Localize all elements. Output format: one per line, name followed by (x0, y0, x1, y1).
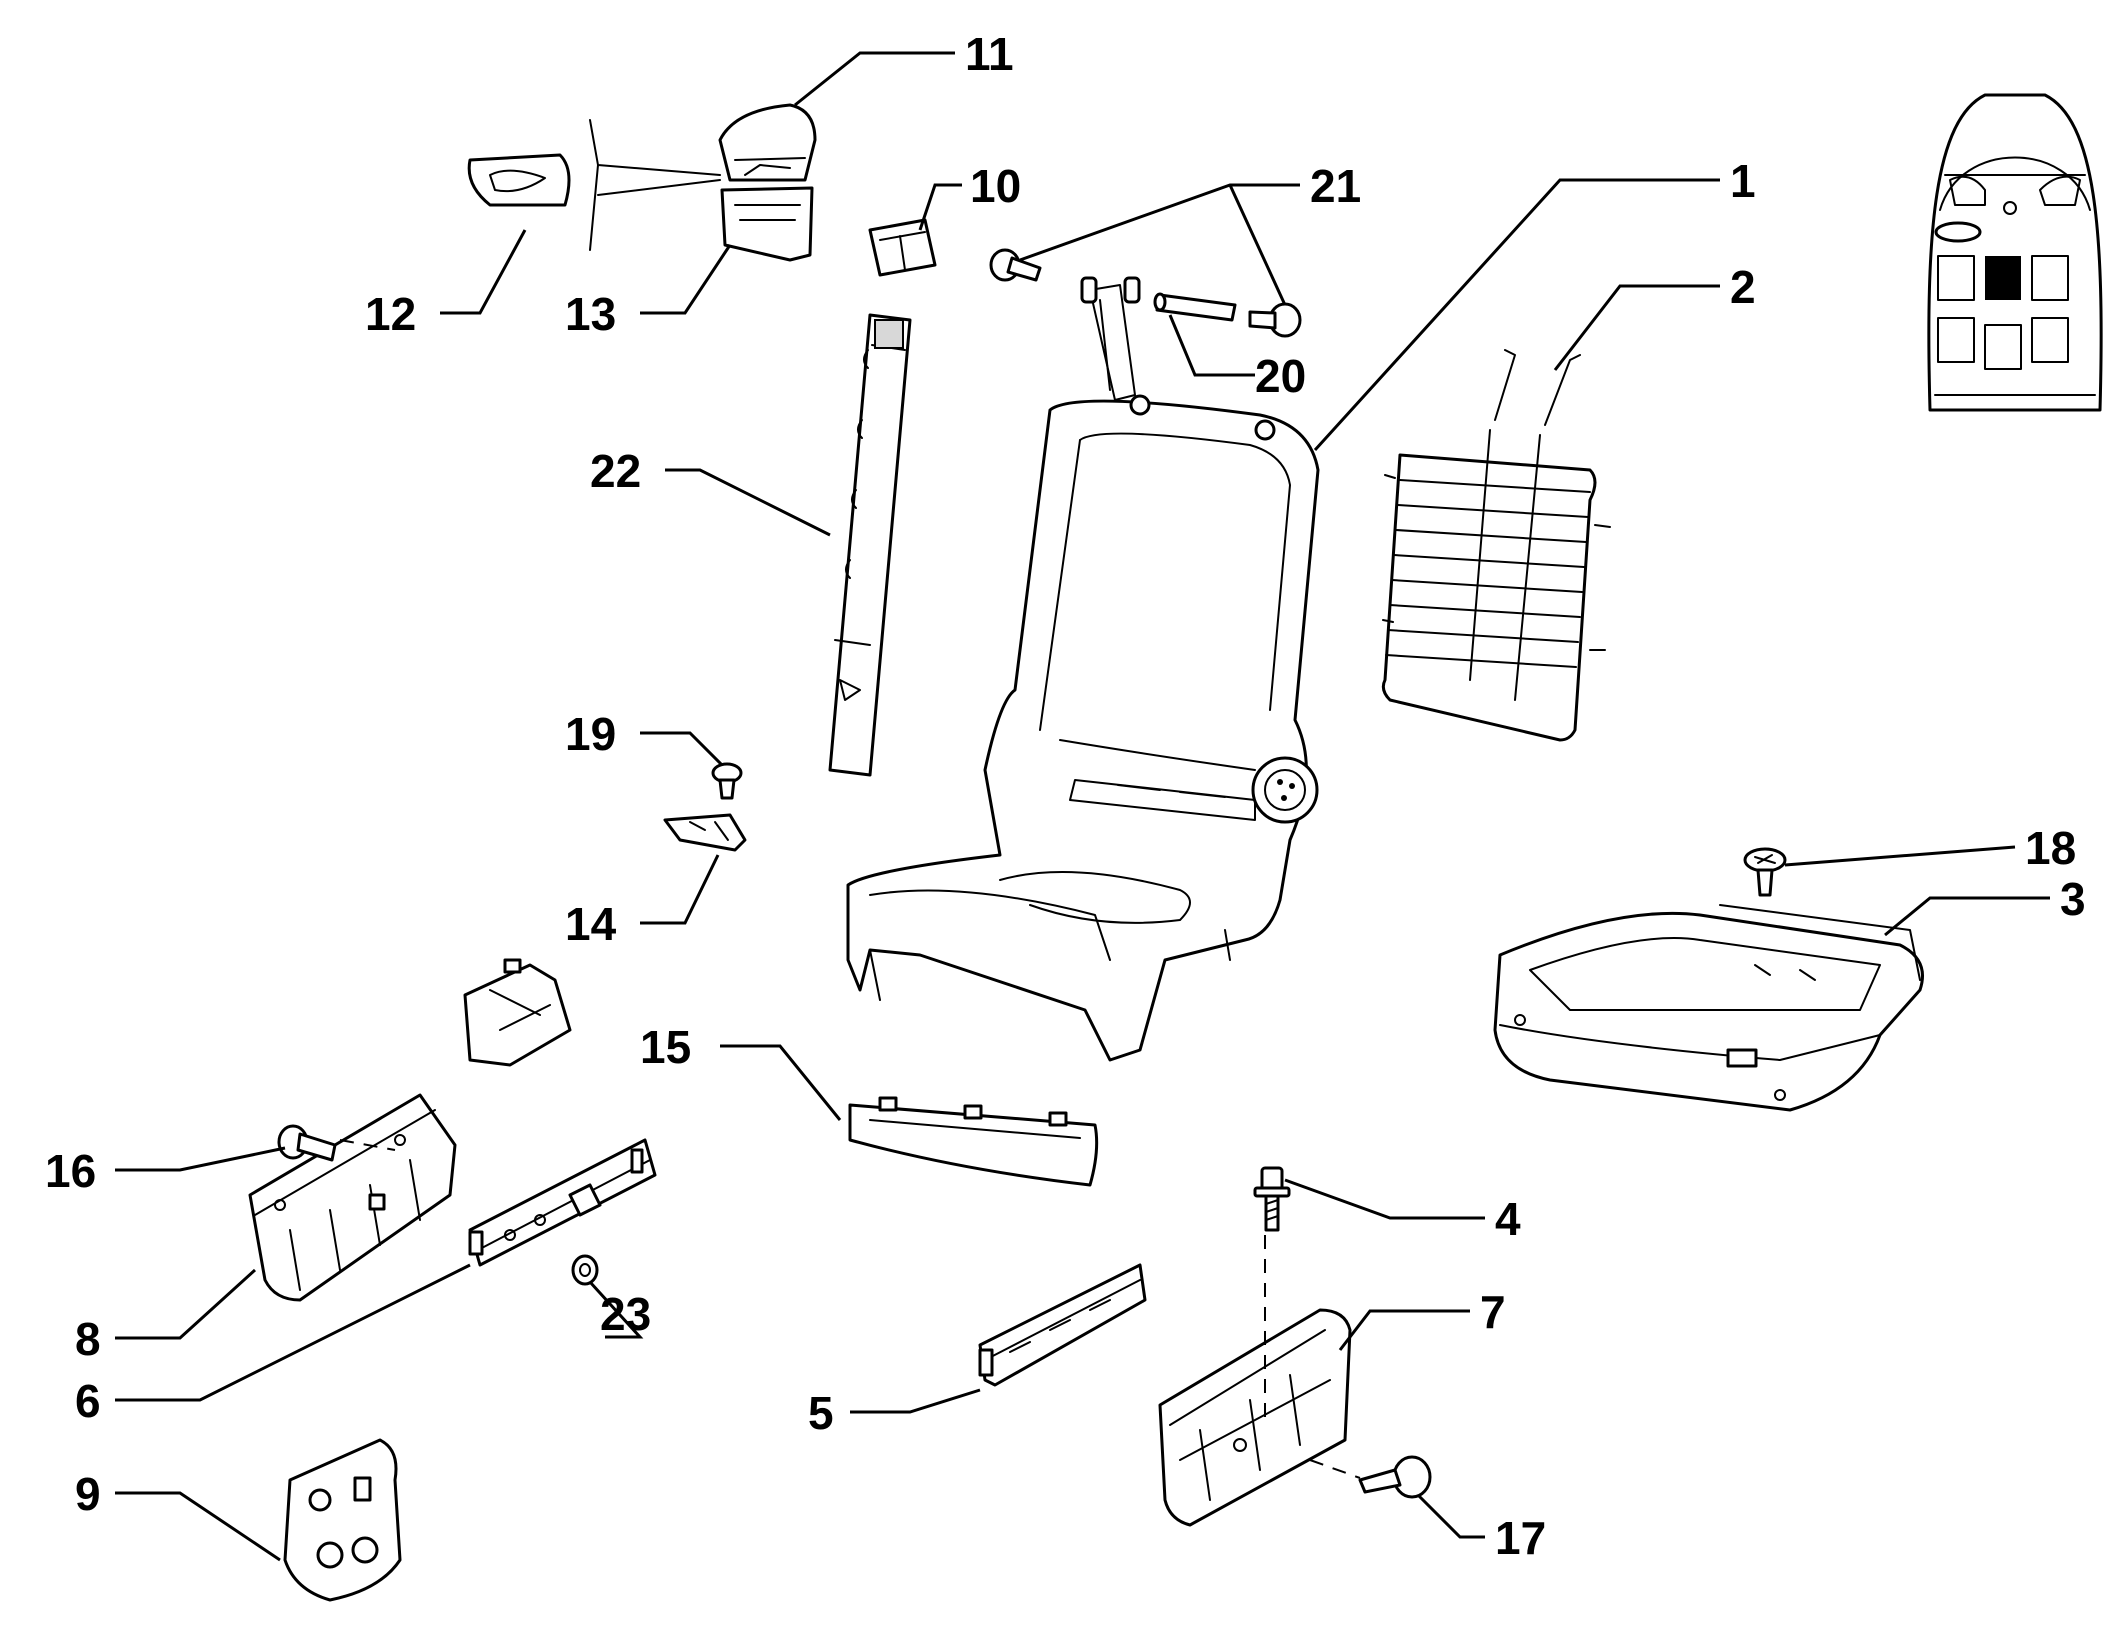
callout-4: 4 (1495, 1193, 1521, 1245)
bolt-part-21-right (1248, 302, 1302, 338)
rail-bracket-part-6 (468, 1138, 657, 1267)
callout-2: 2 (1730, 261, 1756, 313)
callout-labels: 1 2 3 4 5 6 7 8 9 10 11 12 13 14 15 16 1… (45, 28, 2086, 1564)
side-trim-part-22 (828, 313, 912, 777)
rear-bracket-part-7 (1158, 1308, 1352, 1527)
trim-panel-part-15 (848, 1096, 1099, 1187)
caps-cluster-part-9 (283, 1438, 402, 1602)
callout-1: 1 (1730, 155, 1756, 207)
leader-lines (115, 51, 2050, 1562)
bolt-part-21-left (989, 248, 1042, 282)
bolt-part-16 (277, 1124, 337, 1162)
callout-12: 12 (365, 288, 416, 340)
spring-mat-part-2 (1381, 349, 1611, 742)
callout-21: 21 (1310, 160, 1361, 212)
clip-part-10 (868, 218, 937, 277)
screw-part-18 (1743, 847, 1787, 897)
callout-19: 19 (565, 708, 616, 760)
callout-11: 11 (965, 28, 1014, 80)
lever-block (463, 958, 572, 1067)
callout-23: 23 (600, 1288, 651, 1340)
callout-15: 15 (640, 1021, 691, 1073)
bolt-part-17 (1358, 1455, 1432, 1499)
callout-3: 3 (2060, 873, 2086, 925)
bolt-part-4 (1253, 1166, 1291, 1232)
callout-14: 14 (565, 898, 617, 950)
trim-cover-part-11 (718, 103, 817, 182)
screw-part-19 (711, 762, 743, 800)
nut-part-23 (571, 1254, 599, 1286)
seat-rail-part-5 (978, 1263, 1147, 1387)
callout-13: 13 (565, 288, 616, 340)
highlighted-seat (1985, 256, 2021, 300)
assembly-line-16 (339, 1139, 396, 1151)
callout-6: 6 (75, 1375, 101, 1427)
latch-part-14 (663, 813, 747, 852)
side-bracket-part-8 (248, 1093, 457, 1302)
handle-part-12 (467, 153, 571, 207)
callout-7: 7 (1480, 1286, 1506, 1338)
callout-17: 17 (1495, 1512, 1546, 1564)
callout-9: 9 (75, 1468, 101, 1520)
seat-frame-part-1 (846, 276, 1320, 1062)
callout-5: 5 (808, 1387, 834, 1439)
callout-18: 18 (2025, 822, 2076, 874)
trim-cover-part-13 (720, 186, 814, 262)
callout-8: 8 (75, 1313, 101, 1365)
callout-10: 10 (970, 160, 1021, 212)
cushion-pan-part-3 (1493, 904, 1924, 1112)
callout-22: 22 (590, 445, 641, 497)
pin-part-20 (1153, 292, 1237, 322)
assembly-line-17 (1309, 1459, 1361, 1479)
callout-16: 16 (45, 1145, 96, 1197)
callout-20: 20 (1255, 350, 1306, 402)
vehicle-seat-locator (1927, 93, 2103, 412)
trim-bracket-lines (589, 119, 721, 251)
